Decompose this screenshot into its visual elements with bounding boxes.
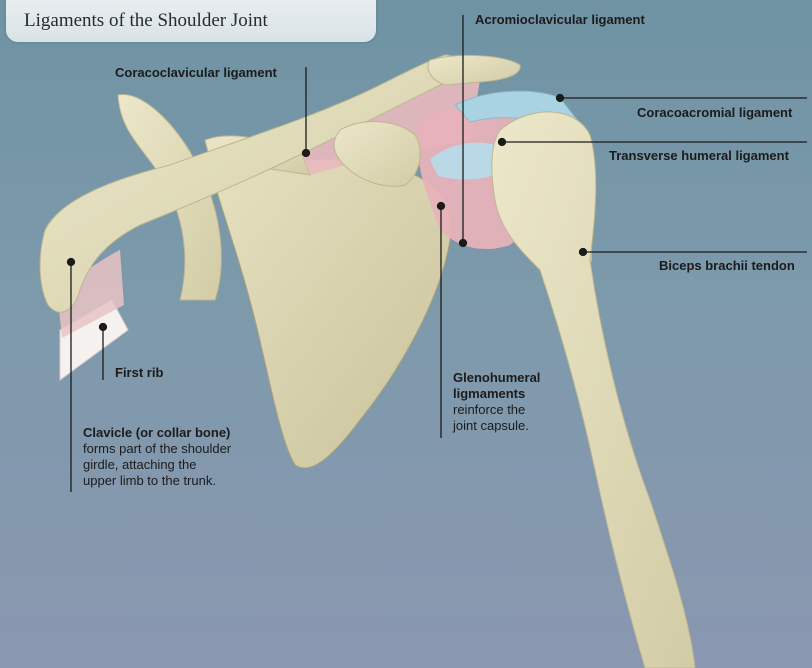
label-first-rib: First rib bbox=[115, 365, 164, 380]
acromion-shape bbox=[427, 54, 521, 86]
clavicle-description: Clavicle (or collar bone) forms part of … bbox=[83, 425, 273, 489]
glenohumeral-line-2: joint capsule. bbox=[453, 418, 529, 433]
dot-first-rib bbox=[98, 322, 108, 332]
glenohumeral-line-1: reinforce the bbox=[453, 402, 526, 417]
clavicle-line-1: forms part of the shoulder bbox=[83, 441, 232, 456]
glenohumeral-description: Glenohumeral ligmaments reinforce the jo… bbox=[453, 370, 583, 434]
dot-transverse-humeral bbox=[497, 137, 507, 147]
dot-biceps bbox=[578, 247, 588, 257]
glenohumeral-title-1: Glenohumeral bbox=[453, 370, 541, 385]
title-panel: Ligaments of the Shoulder Joint bbox=[4, 0, 378, 44]
dot-coracoclavicular bbox=[301, 148, 311, 158]
clavicle-title: Clavicle (or collar bone) bbox=[83, 425, 231, 440]
dot-acromioclavicular bbox=[458, 238, 468, 248]
first-rib-shape bbox=[58, 93, 222, 381]
clavicle-shape bbox=[39, 54, 460, 313]
dot-coracoacromial bbox=[555, 93, 565, 103]
glenohumeral-title-2: ligmaments bbox=[453, 386, 526, 401]
label-coracoclavicular: Coracoclavicular ligament bbox=[115, 65, 277, 80]
humerus-shape bbox=[491, 111, 696, 668]
leader-lines bbox=[66, 15, 807, 492]
label-transverse-humeral: Transverse humeral ligament bbox=[609, 148, 789, 163]
dot-glenohumeral bbox=[436, 201, 446, 211]
label-acromioclavicular: Acromioclavicular ligament bbox=[475, 12, 645, 27]
scapula-shape bbox=[214, 158, 452, 469]
label-biceps-tendon: Biceps brachii tendon bbox=[659, 258, 795, 273]
dot-clavicle bbox=[66, 257, 76, 267]
clavicle-line-3: upper limb to the trunk. bbox=[83, 473, 216, 488]
coracoid-tip-shape bbox=[333, 121, 421, 187]
label-coracoacromial: Coracoacromial ligament bbox=[637, 105, 793, 120]
page-title: Ligaments of the Shoulder Joint bbox=[24, 10, 268, 31]
clavicle-line-2: girdle, attaching the bbox=[83, 457, 197, 472]
